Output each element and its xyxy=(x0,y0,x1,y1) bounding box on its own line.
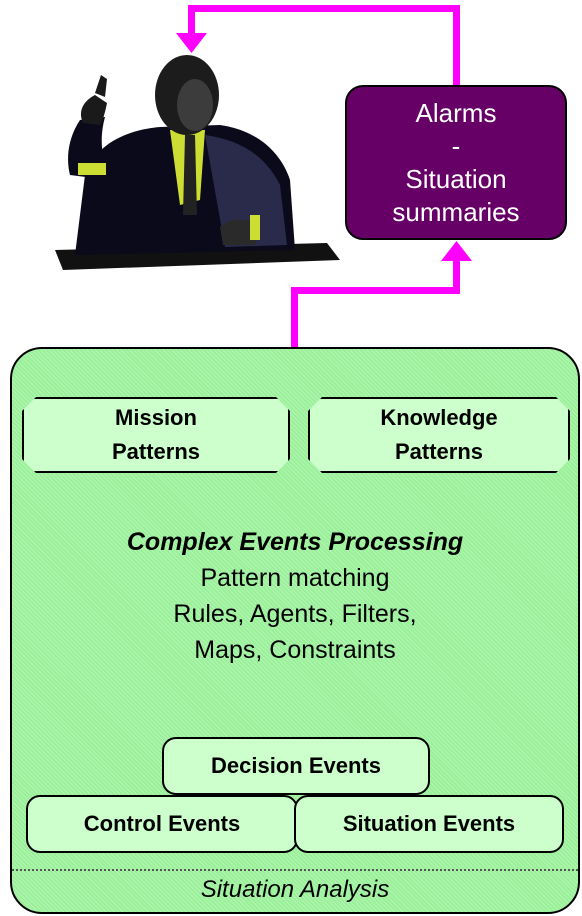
connector-left-vertical xyxy=(188,5,195,40)
arrow-down-icon xyxy=(176,33,207,53)
container-divider xyxy=(12,869,578,871)
connector-bottom-horizontal xyxy=(291,287,460,294)
knowledge-patterns-line-2: Patterns xyxy=(394,439,484,464)
arrow-up-icon xyxy=(441,241,472,261)
processing-line-3: Maps, Constraints xyxy=(194,636,396,664)
situation-events-label: Situation Events xyxy=(342,811,516,836)
control-events-box: Control Events xyxy=(26,795,298,853)
mission-patterns-line-1: Mission xyxy=(115,405,197,430)
knowledge-patterns-line-1: Knowledge xyxy=(380,405,498,430)
knowledge-patterns-box: Knowledge Patterns xyxy=(308,397,570,473)
processing-title: Complex Events Processing xyxy=(126,528,464,556)
decision-events-label: Decision Events xyxy=(211,753,381,778)
mission-patterns-box: Mission Patterns xyxy=(22,397,290,473)
connector-bottom-vertical-right xyxy=(453,258,460,294)
connector-top-horizontal xyxy=(188,5,460,12)
mission-patterns-line-2: Patterns xyxy=(111,439,201,464)
processing-line-1: Pattern matching xyxy=(200,564,390,592)
situation-analysis-container: Mission Patterns Knowledge Patterns Comp… xyxy=(10,347,580,914)
person-at-desk-icon xyxy=(55,55,340,270)
alarms-line-4: summaries xyxy=(392,196,520,227)
connector-right-vertical xyxy=(453,5,460,87)
alarms-line-2: - xyxy=(451,130,461,161)
situation-analysis-label: Situation Analysis xyxy=(200,876,390,903)
alarms-line-3: Situation xyxy=(405,163,507,194)
situation-events-box: Situation Events xyxy=(294,795,564,853)
decision-events-box: Decision Events xyxy=(162,737,430,795)
alarms-line-1: Alarms xyxy=(415,97,497,128)
processing-line-2: Rules, Agents, Filters, xyxy=(173,600,417,628)
alarms-box: Alarms - Situation summaries xyxy=(345,85,567,240)
connector-bottom-vertical-left xyxy=(291,287,298,349)
processing-text-block: Complex Events Processing Pattern matchi… xyxy=(12,524,578,668)
control-events-label: Control Events xyxy=(83,811,241,836)
